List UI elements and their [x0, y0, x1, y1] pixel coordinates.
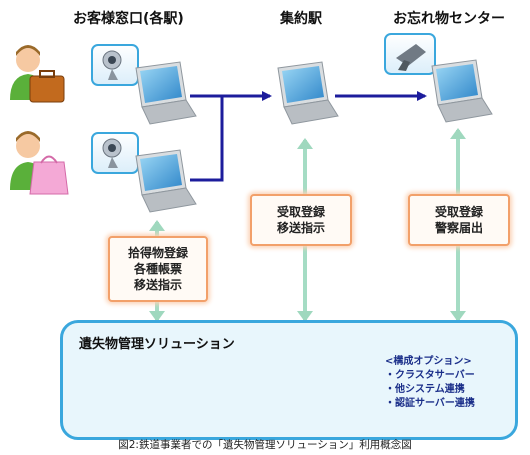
options-list: <構成オプション> ・クラスタサーバー ・他システム連携 ・認証サーバー連携 — [385, 355, 475, 411]
webcam-icon — [91, 44, 139, 86]
hub-task-line: 受取登録 — [276, 205, 325, 219]
center-task-line: 警察届出 — [434, 221, 483, 235]
option-item: ・クラスタサーバー — [385, 370, 475, 381]
flow-arrow-counter-to-hub — [190, 91, 272, 182]
counter-task-box: 拾得物登録 各種帳票 移送指示 — [108, 236, 208, 302]
figure-caption: 図2:鉄道事業者での「遺失物管理ソリューション」利用概念図 — [118, 439, 412, 451]
person-briefcase-icon — [10, 45, 65, 103]
option-item: ・他システム連携 — [385, 384, 465, 395]
solution-panel: 遺失物管理ソリューション <構成オプション> ・クラスタサーバー ・他システム連… — [60, 320, 518, 440]
header-lost-found-center: お忘れ物センター — [393, 11, 505, 27]
counter-task-line: 移送指示 — [133, 278, 182, 292]
laptop-icon — [135, 61, 197, 125]
laptop-icon — [431, 59, 493, 123]
options-heading: <構成オプション> — [385, 356, 472, 367]
center-task-line: 受取登録 — [434, 205, 483, 219]
hub-task-line: 移送指示 — [276, 221, 325, 235]
laptop-icon — [277, 61, 339, 125]
person-shopping-bag-icon — [10, 131, 69, 195]
center-task-box: 受取登録 警察届出 — [408, 194, 510, 246]
solution-title: 遺失物管理ソリューション — [79, 337, 235, 352]
laptop-icon — [135, 149, 197, 213]
header-hub: 集約駅 — [280, 11, 322, 27]
hub-task-box: 受取登録 移送指示 — [250, 194, 352, 246]
webcam-icon — [91, 132, 139, 174]
counter-task-line: 各種帳票 — [133, 262, 182, 276]
barcode-scanner-icon — [384, 33, 436, 75]
header-counter: お客様窓口(各駅) — [73, 11, 184, 27]
option-item: ・認証サーバー連携 — [385, 398, 475, 409]
counter-task-line: 拾得物登録 — [127, 246, 188, 260]
